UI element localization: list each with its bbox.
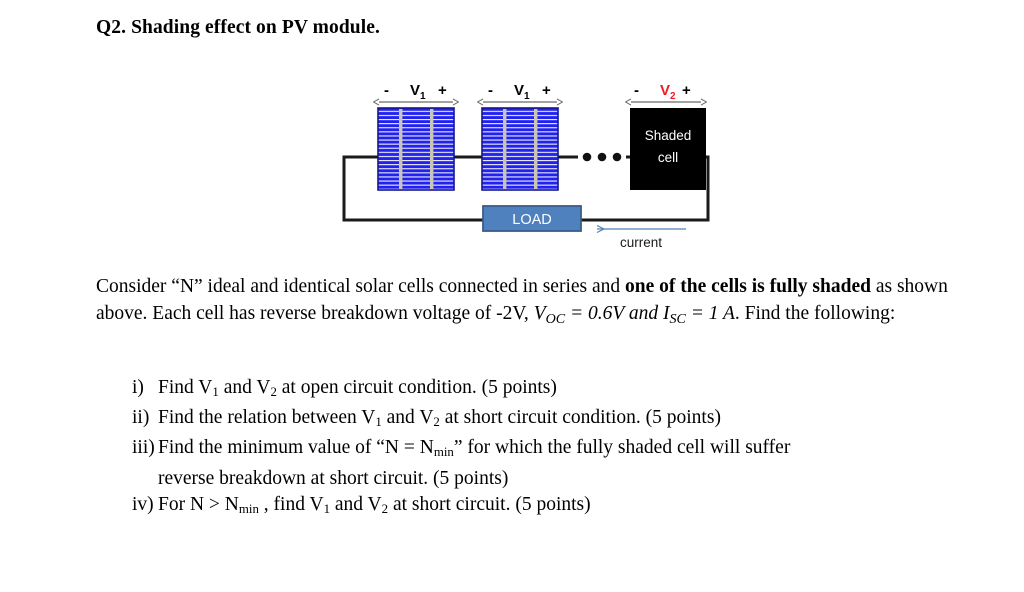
q4-mid: , find V xyxy=(258,493,324,515)
solar-cell-1-body xyxy=(377,107,455,191)
v1-cell2-plus-sign: + xyxy=(542,82,551,99)
v2-minus-sign: - xyxy=(634,82,639,99)
list-item: iv) For N > Nmin , find V1 and V2 at sho… xyxy=(96,492,996,522)
q4-sub3: 2 xyxy=(381,501,389,516)
q1-pre: Find V xyxy=(158,377,213,398)
q3-mid: ” for which the fully shaded cell will s… xyxy=(453,437,791,459)
q2-pre: Find the relation between V xyxy=(158,407,376,429)
voltage-label-v2-shaded: - V 2 + xyxy=(631,82,701,102)
solar-cell-2-busbar-left xyxy=(503,109,507,189)
page-title: Q2. Shading effect on PV module. xyxy=(96,17,380,38)
list-item-text: Find the minimum value of “N = Nmin” for… xyxy=(158,435,996,491)
isc-symbol: I xyxy=(662,302,670,324)
v1-cell1-symbol: V xyxy=(410,82,420,99)
list-item-marker: iv) xyxy=(132,493,154,515)
v1-cell1-plus-sign: + xyxy=(438,82,447,99)
series-ellipsis-dots xyxy=(582,152,622,162)
paragraph-part-3: . Find the following: xyxy=(734,302,896,324)
load-box-label: LOAD xyxy=(512,212,552,228)
voc-value: = 0.6V and xyxy=(565,302,663,324)
q1-mid: and V xyxy=(218,377,271,398)
list-item-marker: ii) xyxy=(132,407,150,429)
q1-post: at open circuit condition. (5 points) xyxy=(276,377,557,398)
list-item: i) Find V1 and V2 at open circuit condit… xyxy=(96,375,996,405)
problem-statement: Consider “N” ideal and identical solar c… xyxy=(96,274,976,332)
q2-sub1: 1 xyxy=(375,415,382,430)
list-item-text: For N > Nmin , find V1 and V2 at short c… xyxy=(158,492,996,522)
solar-cell-2-busbar-right xyxy=(534,109,538,189)
shaded-cell-label-line2: cell xyxy=(658,150,678,165)
voc-symbol: V xyxy=(533,302,546,324)
solar-cell-1 xyxy=(377,107,455,191)
q1-sub1: 1 xyxy=(212,385,219,400)
q4-sub2: 1 xyxy=(323,501,330,516)
q2-post: at short circuit condition. (5 points) xyxy=(439,407,721,429)
pv-module-circuit-diagram: Shaded cell - V 1 + - V 1 + - V 2 + xyxy=(330,78,730,253)
voltage-label-v1-cell1: - V 1 + xyxy=(379,82,453,102)
paragraph-part-1: Consider “N” ideal and identical solar c… xyxy=(96,276,626,297)
solar-cell-1-busbar-right xyxy=(430,109,434,189)
solar-cell-2 xyxy=(481,107,559,191)
v1-cell1-subscript: 1 xyxy=(420,91,426,102)
solar-cell-1-busbar-left xyxy=(399,109,403,189)
q3-pre: Find the minimum value of “N = N xyxy=(158,437,434,459)
q3-line2: reverse breakdown at short circuit. (5 p… xyxy=(158,467,509,489)
list-item: ii) Find the relation between V1 and V2 … xyxy=(96,405,996,435)
list-item-marker: iii) xyxy=(132,437,155,459)
current-label: current xyxy=(620,235,662,250)
q4-sub1: min xyxy=(238,501,259,516)
circuit-svg: Shaded cell - V 1 + - V 1 + - V 2 + xyxy=(342,82,710,250)
q2-sub2: 2 xyxy=(433,415,440,430)
v2-symbol: V xyxy=(660,82,670,99)
isc-value: = 1 A xyxy=(685,302,735,324)
v1-cell2-symbol: V xyxy=(514,82,524,99)
shaded-cell-label-line1: Shaded xyxy=(645,128,692,143)
q2-mid: and V xyxy=(381,407,434,429)
circuit-wires xyxy=(342,155,710,222)
voltage-label-v1-cell2: - V 1 + xyxy=(483,82,557,102)
list-item-text: Find V1 and V2 at open circuit condition… xyxy=(158,375,996,405)
v1-cell1-minus-sign: - xyxy=(384,82,389,99)
q1-sub2: 2 xyxy=(270,385,277,400)
load-box: LOAD xyxy=(482,205,582,232)
sub-question-list: i) Find V1 and V2 at open circuit condit… xyxy=(96,375,996,522)
q3-sub1: min xyxy=(433,445,454,460)
paragraph-bold-emphasis: one of the cells is fully shaded xyxy=(625,276,871,297)
q4-pre: For N > N xyxy=(158,493,239,515)
load-box-body xyxy=(482,205,582,232)
isc-subscript: SC xyxy=(669,310,686,327)
v2-plus-sign: + xyxy=(682,82,691,99)
voc-subscript: OC xyxy=(545,310,566,327)
list-item-marker: i) xyxy=(132,377,144,398)
paragraph-part-2: as shown above. Each cell has reverse br… xyxy=(96,276,948,324)
q4-post: and V xyxy=(330,493,382,515)
solar-cell-2-body xyxy=(481,107,559,191)
shaded-cell-body xyxy=(630,108,706,190)
v2-subscript: 2 xyxy=(670,91,676,102)
q4-tail: at short circuit. (5 points) xyxy=(388,493,591,515)
current-arrow-group: current xyxy=(597,229,686,250)
list-item-text: Find the relation between V1 and V2 at s… xyxy=(158,405,996,435)
shaded-cell: Shaded cell xyxy=(630,108,706,190)
list-item: iii) Find the minimum value of “N = Nmin… xyxy=(96,435,996,491)
v1-cell2-subscript: 1 xyxy=(524,91,530,102)
v1-cell2-minus-sign: - xyxy=(488,82,493,99)
